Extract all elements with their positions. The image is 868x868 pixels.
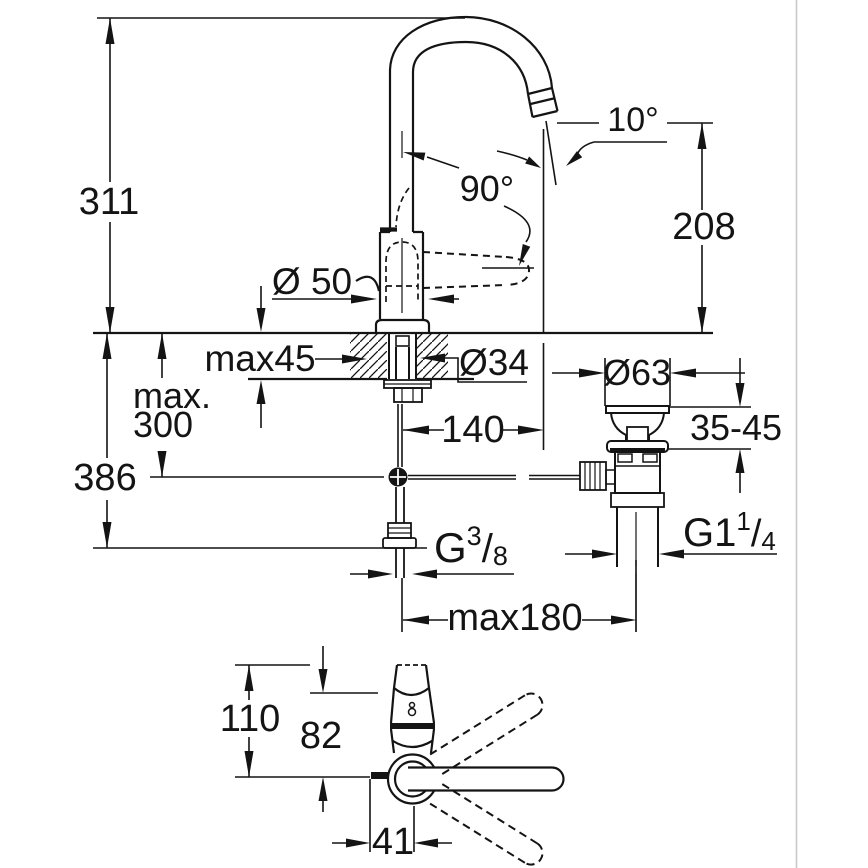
dim-top-view-offset: 41 [372, 821, 414, 863]
dim-overall-height: 311 [79, 181, 140, 223]
handle-swing-positions [429, 692, 544, 866]
counter-hatch-left [350, 334, 387, 379]
dim-waste-flange-diameter: Ø63 [603, 352, 671, 393]
body-top [389, 728, 436, 754]
faucet-side-view [93, 15, 713, 381]
spout-tip-top [392, 664, 431, 697]
spout-inner [411, 40, 530, 232]
pull-rod [397, 404, 403, 467]
shank [388, 334, 417, 379]
handle-side-hidden [422, 251, 531, 289]
dim-deck-thickness: max45 [204, 338, 315, 379]
dim-hole-diameter: Ø34 [459, 342, 529, 383]
spout-aerator [526, 86, 559, 119]
dim-clamping-range: 35-45 [690, 407, 782, 448]
below-deck-assembly [350, 334, 580, 578]
dim-top-view-depth: 82 [300, 715, 342, 757]
dim-top-view-height: 110 [220, 698, 281, 740]
handle-lever [408, 766, 565, 792]
waste-body [614, 451, 661, 494]
spout-neck-top [389, 687, 436, 724]
waste-tailpipe [616, 507, 659, 567]
supply-hose [395, 487, 405, 523]
spout-outer [388, 15, 554, 232]
waste-flange [605, 405, 670, 414]
dim-handle-angle: 90° [460, 168, 514, 209]
hose-nut [382, 537, 417, 549]
dimension-labels: 311 208 10° 90° Ø 50 Ø34 max45 max. 300 … [73, 101, 782, 863]
dim-spout-height: 208 [672, 206, 735, 248]
dim-hose-length: 386 [73, 457, 136, 499]
dim-spout-angle: 10° [607, 101, 658, 139]
dim-install-depth-2: 300 [133, 404, 193, 445]
drain-assembly [579, 405, 670, 632]
cartridge-hidden [385, 241, 419, 302]
hose-fitting [387, 522, 412, 539]
dim-install-depth-1: max. [133, 375, 211, 416]
faucet-base [374, 318, 431, 333]
waste-coupling [610, 492, 665, 508]
dim-spout-reach: 140 [441, 409, 504, 451]
rod-adjuster-knob [579, 461, 607, 491]
counter-hatch-right [417, 334, 448, 379]
mounting-nut [393, 387, 423, 403]
pop-up-rod [408, 474, 580, 480]
waste-neck [610, 412, 665, 441]
faucet-body [378, 230, 425, 319]
faucet-top-view [371, 664, 565, 866]
dim-rod-reach: max180 [447, 597, 582, 639]
dim-waste-thread: G11/4 [683, 506, 776, 556]
dim-supply-thread: G3/8 [434, 521, 508, 571]
dim-base-diameter: Ø 50 [272, 261, 352, 302]
